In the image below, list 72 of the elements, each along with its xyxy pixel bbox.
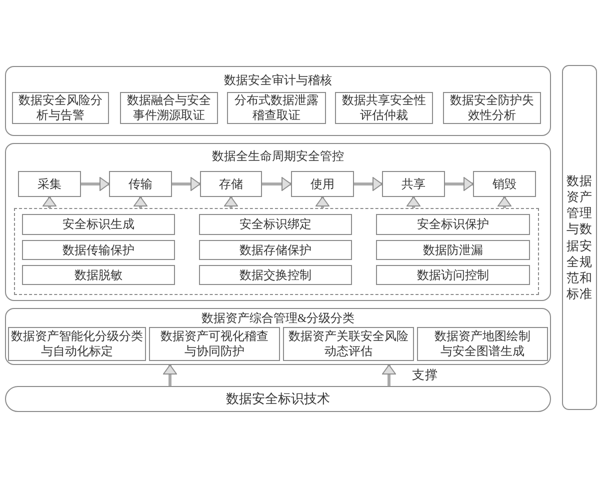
stage-box (473, 171, 536, 197)
module-box (283, 327, 414, 361)
arrow (42, 196, 56, 208)
panel-title: 数据资产综合管理&分级分类 (201, 311, 355, 326)
module-name: 分布式数据泄露稽查取证 (234, 93, 320, 123)
module-name: 数据交换控制 (240, 268, 312, 282)
module-name: 数据防泄漏 (423, 242, 483, 258)
module-box (376, 265, 530, 285)
module-box (22, 265, 175, 285)
module-box (12, 92, 109, 124)
dashed-frame (14, 208, 539, 295)
module-name: 数据资产智能化分级分类与自动化标定 (11, 329, 143, 359)
module-name: 数据资产关联安全风险动态评估 (288, 329, 410, 359)
module-name: 数据存储保护 (240, 242, 312, 258)
arrow (354, 177, 382, 191)
stage-box (291, 171, 354, 197)
layer-panel (5, 308, 551, 365)
arrow (224, 196, 238, 208)
module-name: 安全标识生成 (62, 217, 134, 232)
module-box (227, 92, 326, 124)
module-box (22, 240, 175, 260)
stage-name: 销毁 (492, 176, 516, 192)
layer-panel (5, 143, 551, 301)
arrow (172, 177, 200, 191)
module-box (149, 327, 280, 361)
arrow (382, 364, 396, 386)
panel-title: 数据全生命周期安全管控 (212, 149, 344, 164)
module-box (376, 240, 530, 260)
edge-label: 支撑 (411, 368, 439, 382)
stage-name: 采集 (38, 176, 62, 192)
module-name: 数据安全风险分析与告警 (18, 93, 104, 123)
module-name: 数据融合与安全事件溯源取证 (126, 93, 212, 123)
module-name: 数据访问控制 (417, 268, 489, 282)
module-name: 安全标识绑定 (240, 217, 312, 232)
module-name: 数据资产可视化稽查与协同防护 (160, 329, 270, 359)
module-box (22, 214, 175, 235)
arrow (316, 196, 330, 208)
side-panel (562, 65, 597, 410)
module-box (376, 214, 530, 235)
module-box (443, 92, 541, 124)
base-layer-bar (5, 386, 551, 412)
module-name: 数据资产地图绘制与安全图谱生成 (434, 329, 532, 359)
module-name: 数据传输保护 (62, 242, 134, 258)
stage-name: 共享 (402, 176, 426, 192)
arrow (445, 177, 474, 191)
module-box (417, 327, 548, 361)
stage-name: 存储 (219, 176, 243, 192)
module-name: 数据安全防护失效性分析 (449, 93, 535, 123)
arrow (81, 177, 110, 191)
layer-panel (5, 66, 551, 136)
module-box (120, 92, 218, 124)
arrow (163, 364, 177, 386)
arrow (498, 196, 512, 208)
layer-title: 数据安全标识技术 (226, 391, 330, 407)
arrow (134, 196, 148, 208)
module-name: 数据共享安全性评估仲裁 (341, 93, 427, 123)
panel-text: 数据资产管理与数据安全规范和标准 (566, 172, 594, 302)
module-name: 数据脱敏 (74, 268, 122, 282)
module-box (199, 214, 352, 235)
module-name: 安全标识保护 (417, 217, 489, 232)
arrow (406, 196, 420, 208)
panel-title: 数据安全审计与稽核 (224, 73, 332, 88)
module-box (199, 265, 352, 285)
arrow (262, 177, 292, 191)
stage-box (109, 171, 172, 197)
module-box (335, 92, 433, 124)
stage-box (18, 171, 81, 197)
stage-box (200, 171, 262, 197)
stage-box (382, 171, 445, 197)
stage-name: 使用 (310, 176, 334, 192)
module-box (199, 240, 352, 260)
stage-name: 传输 (128, 176, 152, 192)
